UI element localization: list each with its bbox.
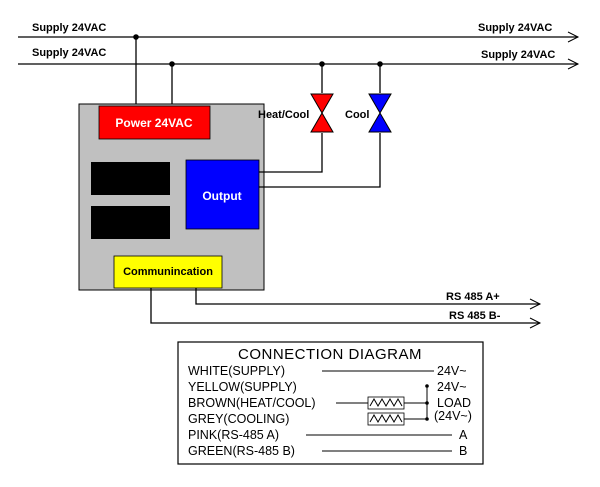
supply-line-1 [18,31,580,43]
cd-dot-2 [425,401,429,405]
cd-row-yellow: YELLOW(SUPPLY) [188,380,297,394]
cd-row-green: GREEN(RS-485 B) [188,444,295,458]
cd-row-white: WHITE(SUPPLY) [188,364,285,378]
cool-valve-icon [368,93,392,133]
supply-line-2 [18,58,580,70]
cd-cooling-actuator-icon [367,412,405,426]
cd-value-b: B [459,444,467,458]
output-block-label: Output [202,189,241,203]
cd-value-load: LOAD [437,396,471,410]
rs485-a-label: RS 485 A+ [446,291,500,303]
cd-dot-3 [425,417,429,421]
cd-row-brown: BROWN(HEAT/COOL) [188,396,316,410]
supply-label-1-left: Supply 24VAC [32,22,106,34]
connection-diagram-title: CONNECTION DIAGRAM [238,346,422,363]
rs485-b-line [150,288,542,329]
supply-label-2-right: Supply 24VAC [481,49,555,61]
communication-block [113,255,223,289]
cd-heat-cool-actuator-icon [367,396,405,410]
power-block-label: Power 24VAC [115,116,192,130]
heat-cool-valve-label: Heat/Cool [258,109,309,121]
cd-row-grey: GREY(COOLING) [188,412,289,426]
cd-value-white: 24V~ [437,364,467,378]
cd-value-load-voltage: (24V~) [434,409,472,423]
cd-dot-1 [425,384,429,388]
communication-block-label: Communincation [123,266,213,278]
junction-dots [133,34,383,67]
heat-cool-valve-icon [310,93,334,133]
heat-cool-valve-wire [259,64,323,173]
display-block-2 [91,206,170,239]
power-block [98,105,211,140]
cd-row-pink: PINK(RS-485 A) [188,428,279,442]
cd-value-a: A [459,428,468,442]
display-block-1 [91,162,170,195]
cd-value-yellow: 24V~ [437,380,467,394]
supply-label-1-right: Supply 24VAC [478,22,552,34]
rs485-a-line [195,288,542,310]
cool-valve-label: Cool [345,109,369,121]
output-block [185,159,260,230]
supply-label-2-left: Supply 24VAC [32,47,106,59]
cool-valve-wire [259,64,381,188]
rs485-b-label: RS 485 B- [449,310,501,322]
connection-diagram: CONNECTION DIAGRAM WHITE(SUPPLY) YELLOW(… [177,341,484,465]
